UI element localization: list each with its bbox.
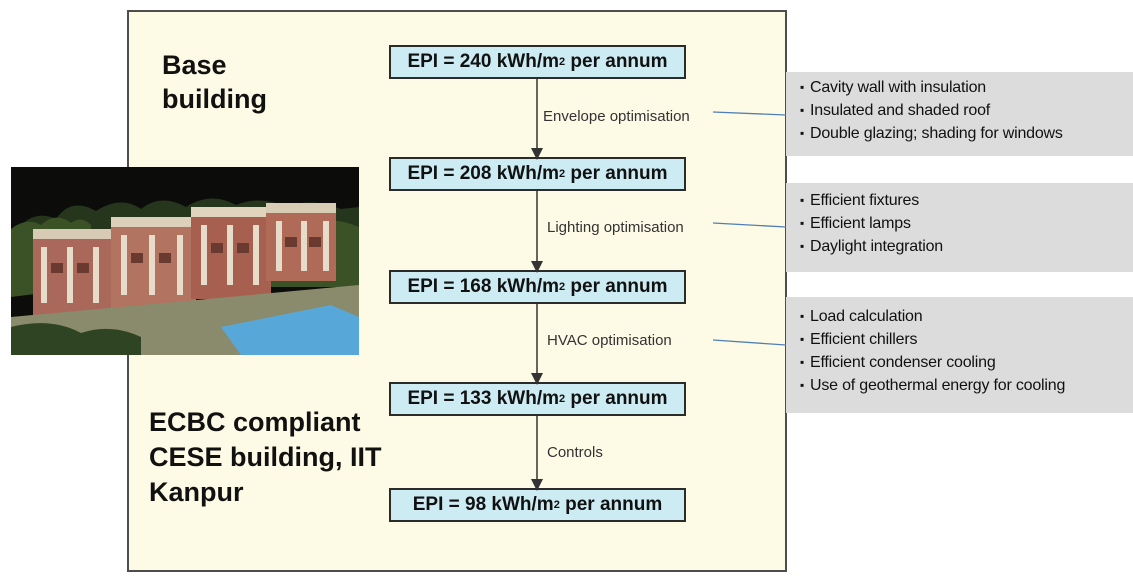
note-item: Efficient condenser cooling xyxy=(800,351,1129,374)
epi-suffix: per annum xyxy=(559,494,663,515)
epi-value: EPI = 98 kWh/m xyxy=(412,494,554,515)
epi-suffix: per annum xyxy=(565,388,668,409)
epi-value: EPI = 208 kWh/m xyxy=(407,163,559,184)
notes-envelope: Cavity wall with insulation Insulated an… xyxy=(786,72,1133,156)
notes-lighting: Efficient fixtures Efficient lamps Dayli… xyxy=(786,183,1133,272)
epi-value: EPI = 240 kWh/m xyxy=(407,51,559,72)
epi-suffix: per annum xyxy=(565,51,668,72)
epi-suffix: per annum xyxy=(565,163,668,184)
note-item: Insulated and shaded roof xyxy=(800,99,1129,122)
note-item: Load calculation xyxy=(800,305,1129,328)
note-item: Efficient fixtures xyxy=(800,189,1129,212)
note-item: Double glazing; shading for windows xyxy=(800,122,1129,145)
note-item: Efficient lamps xyxy=(800,212,1129,235)
transition-label-controls: Controls xyxy=(547,444,603,461)
epi-suffix: per annum xyxy=(565,276,668,297)
building-model-photo xyxy=(11,167,359,355)
note-item: Cavity wall with insulation xyxy=(800,76,1129,99)
note-item: Use of geothermal energy for cooling xyxy=(800,374,1129,397)
transition-label-lighting: Lighting optimisation xyxy=(547,219,684,236)
transition-label-hvac: HVAC optimisation xyxy=(547,332,672,349)
note-item: Daylight integration xyxy=(800,235,1129,258)
ecbc-building-heading: ECBC compliant CESE building, IIT Kanpur xyxy=(149,407,382,507)
epi-value: EPI = 168 kWh/m xyxy=(407,276,559,297)
epi-value: EPI = 133 kWh/m xyxy=(407,388,559,409)
notes-hvac: Load calculation Efficient chillers Effi… xyxy=(786,297,1133,413)
transition-label-envelope: Envelope optimisation xyxy=(543,108,690,125)
base-building-heading: Base building xyxy=(162,50,267,114)
note-item: Efficient chillers xyxy=(800,328,1129,351)
